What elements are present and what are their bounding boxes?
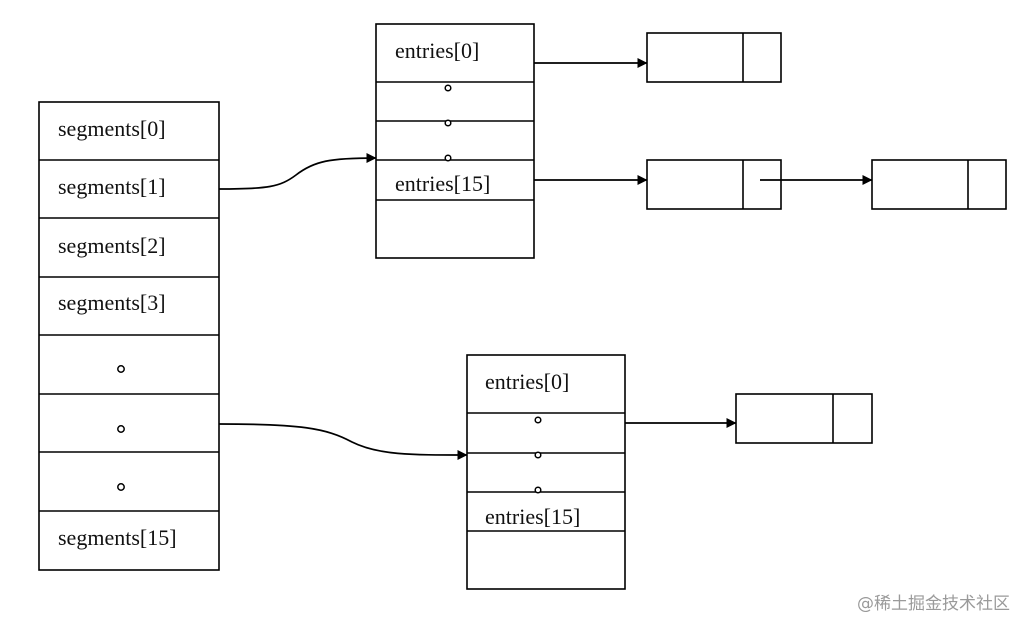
top-entries-label-0: entries[0] <box>395 38 479 63</box>
entry-node <box>646 32 782 83</box>
ellipsis-dot <box>534 416 542 424</box>
entry-node <box>646 159 782 210</box>
segment-label-0: segments[0] <box>58 116 166 141</box>
top-entries-table: entries[0] entries[15] <box>375 23 535 259</box>
segments-table: segments[0] segments[1] segments[2] segm… <box>38 101 220 571</box>
entry-node <box>871 159 1007 210</box>
ellipsis-dot <box>444 154 452 162</box>
bottom-entries-label-0: entries[0] <box>485 369 569 394</box>
bottom-entries-label-15: entries[15] <box>485 504 580 529</box>
segment-to-entries-arrow <box>218 153 377 190</box>
bottom-entries-table-border <box>466 354 626 590</box>
top-entries-label-15: entries[15] <box>395 171 490 196</box>
segment-label-3: segments[3] <box>58 290 166 315</box>
segment-label-1: segments[1] <box>58 174 166 199</box>
top-entries-table-border <box>375 23 535 259</box>
entry-node <box>735 393 873 444</box>
bottom-entries-table: entries[0] entries[15] <box>466 354 626 590</box>
segment-label-2: segments[2] <box>58 233 166 258</box>
segment-to-entries-arrow <box>218 423 468 460</box>
ellipsis-dot <box>534 451 542 459</box>
ellipsis-dot <box>117 483 125 491</box>
ellipsis-dot <box>534 486 542 494</box>
segment-label-15: segments[15] <box>58 525 177 550</box>
connectors <box>218 58 873 460</box>
ellipsis-dot <box>117 425 125 433</box>
segments-table-border <box>38 101 220 571</box>
ellipsis-dot <box>444 119 452 127</box>
entry-nodes <box>646 32 1007 444</box>
ellipsis-dot <box>444 84 452 92</box>
ellipsis-dot <box>117 365 125 373</box>
watermark-text: @稀土掘金技术社区 <box>857 594 1010 614</box>
